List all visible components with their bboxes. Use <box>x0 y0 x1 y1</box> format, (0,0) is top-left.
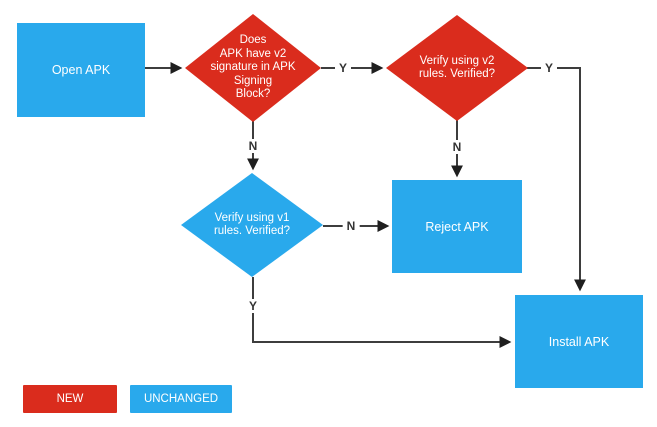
edge-label-v1verify-yes: Y <box>244 299 262 313</box>
edge-v1verify-to-install <box>252 277 512 348</box>
node-reject-apk: Reject APK <box>392 180 522 273</box>
node-open-apk: Open APK <box>17 23 145 117</box>
edge-label-v2check-yes: Y <box>334 61 352 75</box>
legend-unchanged: UNCHANGED <box>130 385 232 413</box>
edge-label-v1verify-no: N <box>342 219 360 233</box>
legend-new: NEW <box>23 385 117 413</box>
edge-v2verify-to-install <box>527 67 586 292</box>
edge-label-v2verify-no: N <box>448 140 466 154</box>
edge-label-v2verify-yes: Y <box>540 61 558 75</box>
node-install-apk: Install APK <box>515 295 643 388</box>
edge-label-v2check-no: N <box>244 139 262 153</box>
